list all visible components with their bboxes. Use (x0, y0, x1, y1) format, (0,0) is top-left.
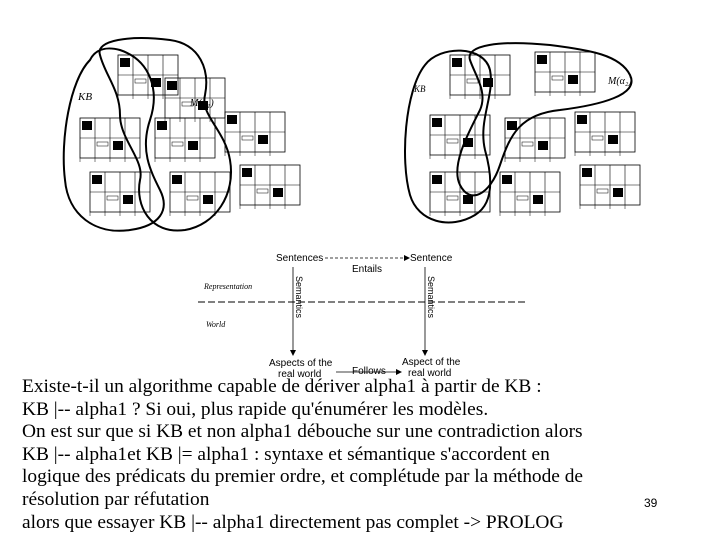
body-line: Existe-t-il un algorithme capable de dér… (22, 376, 542, 397)
left-alpha-outline (98, 37, 232, 232)
left-kb-outline (62, 47, 165, 232)
right-alpha-outline (456, 42, 633, 197)
body-line: KB |-- alpha1 ? Si oui, plus rapide qu'é… (22, 398, 489, 420)
world-label: World (206, 320, 226, 329)
body-line: On est sur que si KB et non alpha1 débou… (22, 421, 583, 443)
left-kb-label: KB (77, 91, 92, 103)
follows-label: Follows (352, 366, 386, 377)
sentence-right-label: Sentence (410, 253, 453, 264)
representation-label: Representation (203, 282, 252, 291)
aspects-left-line1: Aspects of the (269, 358, 333, 369)
entailment-diagram: Sentences Sentence Entails Representatio… (198, 253, 525, 380)
aspects-left-line2: real world (278, 369, 321, 380)
page-number: 39 (644, 496, 658, 510)
entails-arrowhead (404, 255, 410, 261)
right-model-figure: KB M(α₂) (404, 42, 641, 224)
left-alpha-label: M(α₁) (189, 98, 214, 109)
entails-label: Entails (352, 264, 382, 275)
body-line: résolution par réfutation (22, 488, 210, 510)
sentences-left-label: Sentences (276, 253, 323, 264)
semantics-right-label: Semantics (426, 276, 436, 319)
follows-arrowhead (396, 369, 402, 375)
semantics-left-arrowhead (290, 350, 296, 356)
left-model-figure: KB M(α₁) (62, 37, 301, 232)
body-text: Existe-t-il un algorithme capable de dér… (22, 376, 662, 534)
right-kb-outline (404, 49, 492, 224)
right-kb-label: KB (413, 84, 426, 94)
aspect-right-line1: Aspect of the (402, 357, 461, 368)
semantics-left-label: Semantics (294, 276, 304, 319)
body-line: alors que essayer KB |-- alpha1 directem… (22, 511, 564, 533)
semantics-right-arrowhead (422, 350, 428, 356)
aspect-right-line2: real world (408, 368, 451, 379)
body-line: logique des prédicats du premier ordre, … (22, 466, 584, 488)
body-line: KB |-- alpha1et KB |= alpha1 : syntaxe e… (22, 443, 550, 465)
right-alpha-label: M(α₂) (607, 76, 632, 87)
